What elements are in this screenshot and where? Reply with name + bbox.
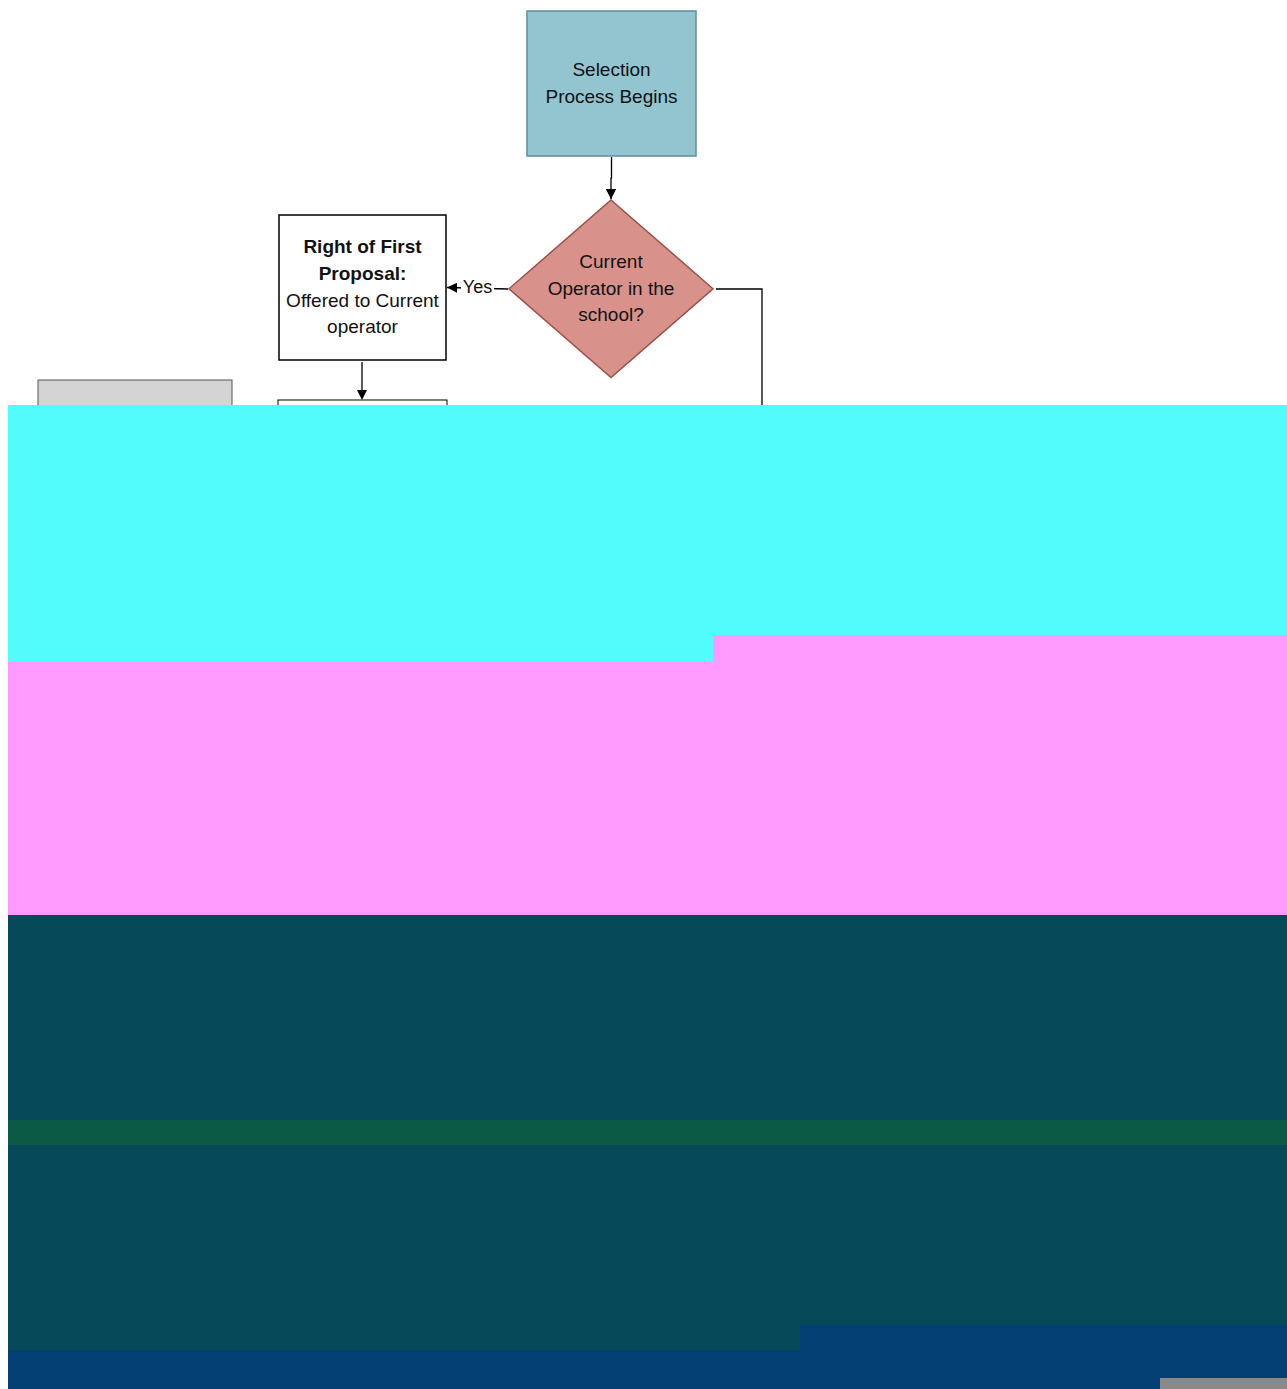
process-box: Right of First Proposal:Offered to Curre… — [278, 214, 447, 361]
start-box: Selection Process Begins — [526, 10, 697, 157]
corrupted-bands — [8, 405, 1287, 1389]
start-box-outline — [526, 10, 697, 157]
arrow-head — [357, 390, 367, 400]
no-branch-line — [716, 289, 762, 410]
decision-diamond: Current Operator in the school? — [508, 199, 714, 379]
process-box-outline — [278, 214, 447, 361]
box-shape — [527, 11, 696, 156]
connector-arrow — [610, 157, 612, 199]
box-text: Current Operator in the school? — [542, 249, 680, 329]
diamond-shape — [509, 200, 713, 378]
blue-band — [8, 1350, 1287, 1389]
pink-band — [713, 635, 1287, 665]
dark-band — [8, 915, 1287, 1389]
pink-band — [8, 662, 1287, 917]
box-text: Selection Process Begins — [540, 57, 683, 110]
grey-strip — [1160, 1378, 1287, 1389]
box-heading: Right of First Proposal: — [286, 234, 439, 287]
green-band — [8, 1120, 1287, 1145]
cyan-band — [8, 405, 1287, 665]
edge-label: Yes — [461, 277, 494, 299]
down-line — [361, 362, 362, 392]
box-text: Offered to Current operator — [286, 288, 439, 341]
box-shape — [279, 215, 446, 360]
